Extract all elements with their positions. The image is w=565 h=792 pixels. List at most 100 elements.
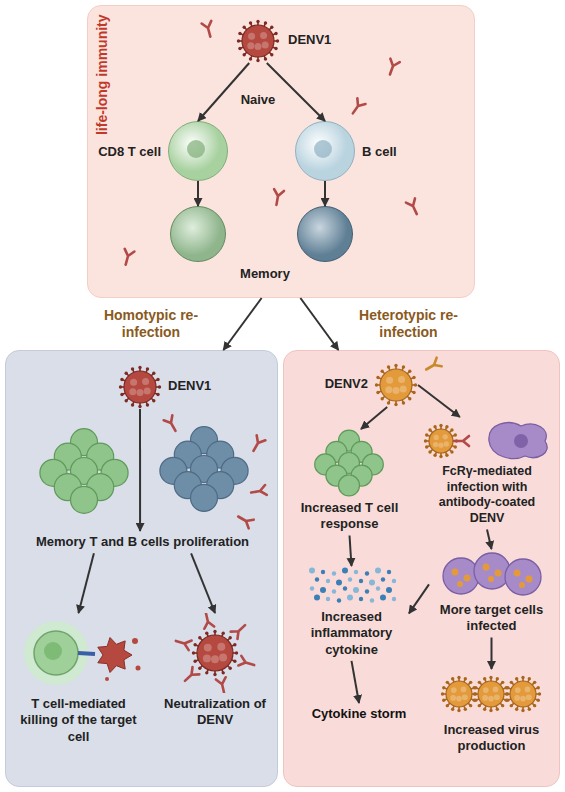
- cell-nucleus: [169, 122, 226, 179]
- outcome-text: Neutralization of DENV: [156, 693, 274, 732]
- flow-arrow: [191, 553, 215, 613]
- antibody: [216, 677, 229, 693]
- antibody: [250, 485, 267, 497]
- free-label: Naive: [236, 92, 280, 108]
- antibody: [385, 59, 400, 77]
- virus-label: DENV1: [168, 378, 211, 394]
- antibody: [236, 512, 254, 528]
- cell-cluster: [160, 427, 248, 512]
- macrophage: [489, 423, 547, 459]
- process-box: FcRγ-mediated infection with antibody-co…: [419, 417, 555, 530]
- process-box: Increased T cell response: [292, 429, 407, 536]
- cell-cluster: [40, 429, 128, 514]
- antibody: [202, 21, 216, 38]
- infected-cell: [443, 558, 479, 594]
- cell-label: B cell: [362, 144, 397, 160]
- node-illustration: [156, 613, 274, 693]
- process-box: More target cells infected: [429, 549, 554, 638]
- process-box: Memory T and B cells proliferation: [21, 531, 264, 553]
- virus-particle: [505, 676, 541, 712]
- outcome-box: Cytokine storm: [299, 703, 419, 725]
- flow-arrow: [361, 407, 387, 429]
- infected-cell: [474, 553, 510, 589]
- infected-cell: [505, 559, 541, 595]
- process-text: FcRγ-mediated infection with antibody-co…: [419, 461, 555, 530]
- outcome-box: T cell-mediated killing of the target ce…: [11, 613, 146, 748]
- virus-label: DENV2: [325, 376, 368, 392]
- process-text: Increased T cell response: [292, 497, 407, 536]
- outcome-box: Neutralization of DENV: [156, 613, 274, 732]
- virus-particle: [441, 676, 477, 712]
- flow-arrow: [418, 385, 460, 417]
- vertical-heading: life-long immunity: [94, 0, 112, 150]
- antibody: [201, 613, 214, 629]
- heterotypic-panel: Heterotypic re-infectionDENV2Increased T…: [283, 350, 560, 787]
- flow-arrow: [487, 530, 492, 550]
- process-text: Increased inflammatory cytokine: [294, 606, 409, 661]
- virus-illustration: [236, 19, 280, 63]
- node-illustration: [419, 417, 555, 461]
- process-text: Memory T and B cells proliferation: [21, 531, 264, 553]
- antibody: [424, 358, 442, 374]
- flow-arrow: [409, 584, 429, 613]
- outcome-text: Cytokine storm: [299, 703, 419, 725]
- group-label: Memory: [165, 266, 365, 282]
- virus-illustration: [374, 363, 418, 407]
- virus-particle: [473, 676, 509, 712]
- homotypic-panel: Homotypic re-infectionDENV1Memory T and …: [5, 350, 278, 787]
- flow-arrow: [300, 298, 338, 350]
- flow-arrow: [198, 63, 249, 121]
- virus-particle: [192, 630, 238, 676]
- cell-nucleus: [296, 122, 353, 179]
- antibody: [174, 636, 191, 650]
- antibody: [238, 656, 255, 670]
- virus-particle: [237, 20, 279, 62]
- flow-arrow: [139, 409, 141, 531]
- flow-arrow: [267, 63, 325, 121]
- process-text: Increased virus production: [429, 719, 554, 758]
- antibody: [349, 98, 366, 116]
- node-illustration: [11, 613, 146, 693]
- cell-cluster: [315, 430, 384, 496]
- process-box: Increased inflammatory cytokine: [294, 566, 409, 661]
- naive-t-cell: CD8 T cell: [168, 121, 228, 181]
- flow-arrow: [491, 638, 493, 670]
- virus-illustration: [118, 365, 162, 409]
- virus-particle: [119, 366, 161, 408]
- node-illustration: [294, 566, 409, 606]
- virus-node: DENV2: [374, 363, 418, 407]
- memory-t-cell: [170, 206, 226, 262]
- panel-heading: Heterotypic re-infection: [346, 307, 471, 341]
- antibody: [182, 667, 200, 685]
- flow-arrow: [223, 298, 261, 350]
- antibody: [406, 198, 421, 216]
- flow-arrow: [197, 181, 199, 206]
- memory-group: Memory: [165, 206, 365, 284]
- antibody: [272, 189, 284, 206]
- process-box: Increased virus production: [429, 669, 554, 758]
- node-illustration: [292, 429, 407, 497]
- antibody: [249, 435, 265, 453]
- flow-arrow: [352, 661, 360, 703]
- antibody: [231, 621, 249, 639]
- top-panel: life-long immunityDENV1CD8 T cellB cellM…: [87, 5, 475, 298]
- virus-particle: [375, 364, 417, 406]
- virus-node: DENV1: [236, 19, 280, 63]
- virus-node: DENV1: [118, 365, 162, 409]
- cell-label: CD8 T cell: [98, 144, 161, 160]
- naive-b-cell: B cell: [295, 121, 355, 181]
- virus-label: DENV1: [288, 32, 331, 48]
- antibody: [121, 249, 135, 266]
- outcome-text: T cell-mediated killing of the target ce…: [11, 693, 146, 748]
- panel-heading: Homotypic re-infection: [91, 307, 211, 341]
- flow-arrow: [79, 553, 94, 613]
- node-illustration: [429, 549, 554, 599]
- flow-arrow: [350, 536, 352, 567]
- antibody: [454, 436, 469, 446]
- flow-arrow: [324, 181, 326, 206]
- node-illustration: [429, 669, 554, 719]
- memory-b-cell: [297, 206, 353, 262]
- antibody: [164, 415, 180, 433]
